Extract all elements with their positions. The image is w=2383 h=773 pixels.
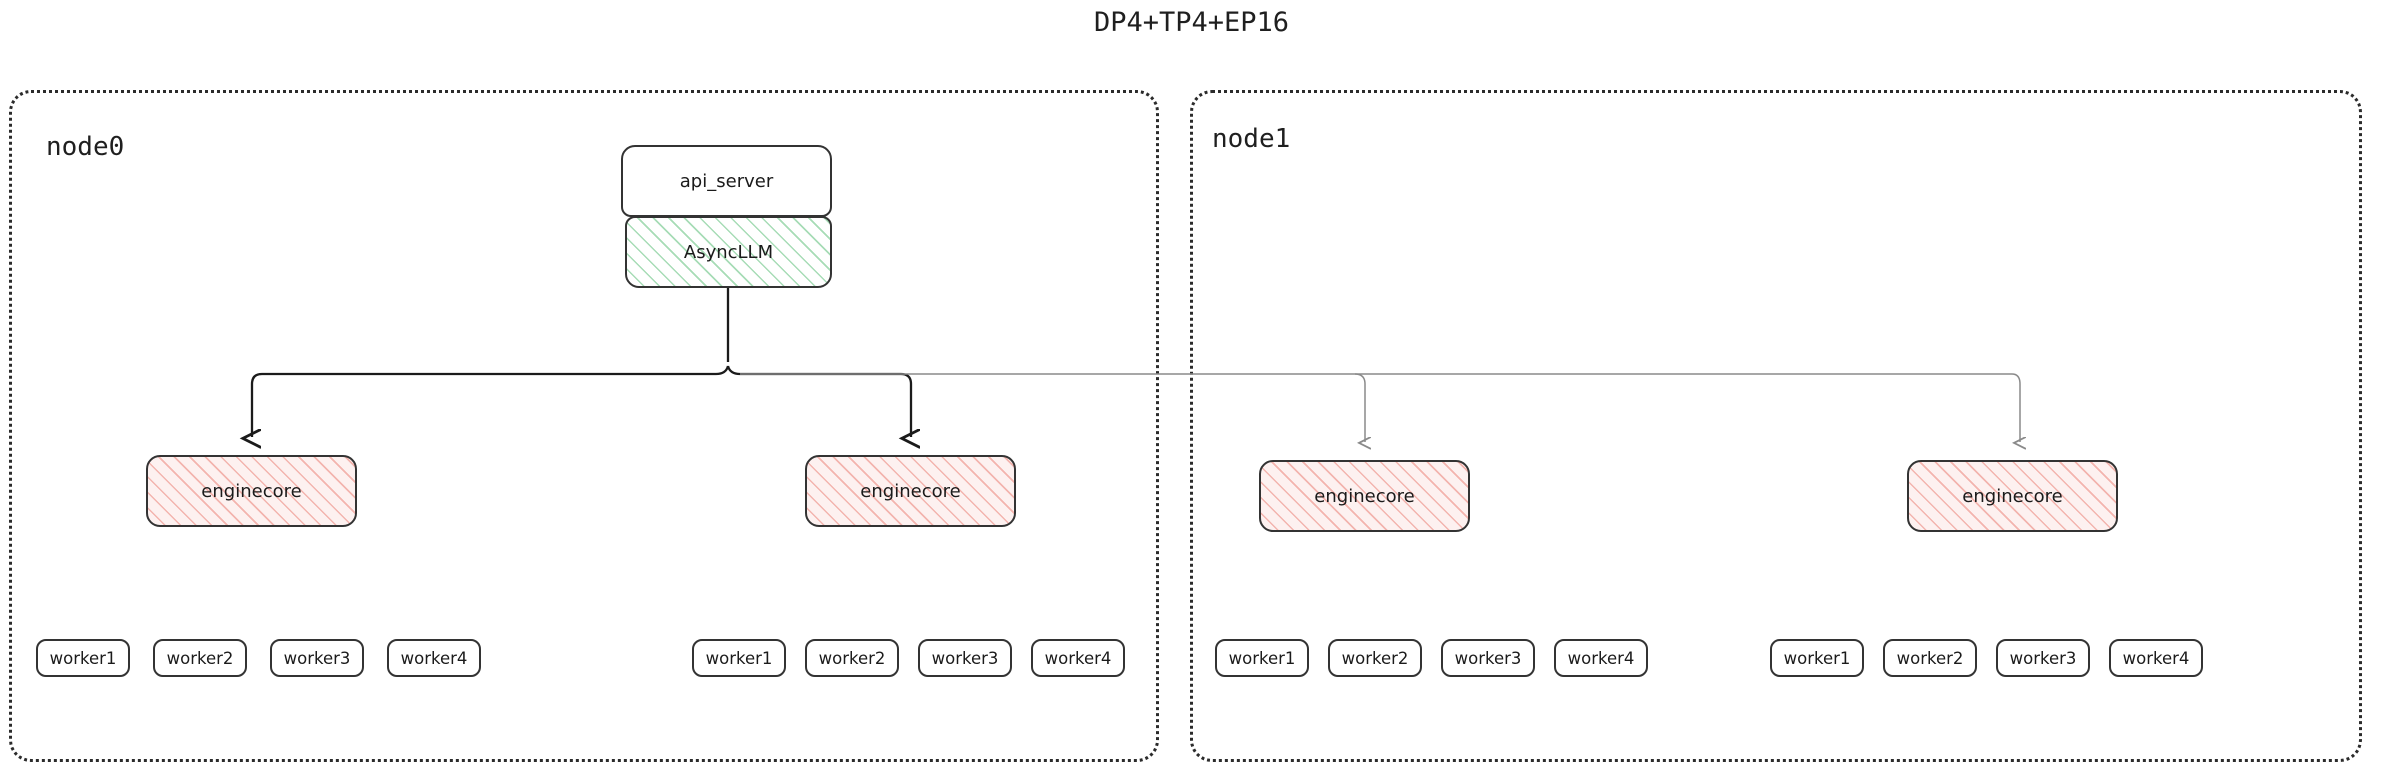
- worker-box[interactable]: worker4: [2109, 639, 2203, 677]
- worker-box[interactable]: worker4: [387, 639, 481, 677]
- enginecore-box[interactable]: enginecore: [146, 455, 357, 527]
- worker-box[interactable]: worker3: [1441, 639, 1535, 677]
- worker-box[interactable]: worker1: [1215, 639, 1309, 677]
- node-container-node0: [9, 90, 1159, 762]
- worker-box[interactable]: worker2: [153, 639, 247, 677]
- worker-box[interactable]: worker3: [270, 639, 364, 677]
- enginecore-box[interactable]: enginecore: [1259, 460, 1470, 532]
- worker-box[interactable]: worker2: [1883, 639, 1977, 677]
- node-container-node1: [1190, 90, 2362, 762]
- page-title: DP4+TP4+EP16: [1093, 7, 1290, 38]
- node-label-node1: node1: [1212, 124, 1291, 154]
- worker-box[interactable]: worker1: [692, 639, 786, 677]
- enginecore-box[interactable]: enginecore: [1907, 460, 2118, 532]
- worker-box[interactable]: worker2: [805, 639, 899, 677]
- worker-box[interactable]: worker4: [1031, 639, 1125, 677]
- worker-box[interactable]: worker2: [1328, 639, 1422, 677]
- node-label-node0: node0: [46, 132, 125, 162]
- enginecore-box[interactable]: enginecore: [805, 455, 1016, 527]
- api-server-box[interactable]: api_server: [621, 145, 832, 217]
- worker-box[interactable]: worker4: [1554, 639, 1648, 677]
- worker-box[interactable]: worker3: [918, 639, 1012, 677]
- worker-box[interactable]: worker3: [1996, 639, 2090, 677]
- worker-box[interactable]: worker1: [36, 639, 130, 677]
- async-llm-box[interactable]: AsyncLLM: [625, 216, 832, 288]
- worker-box[interactable]: worker1: [1770, 639, 1864, 677]
